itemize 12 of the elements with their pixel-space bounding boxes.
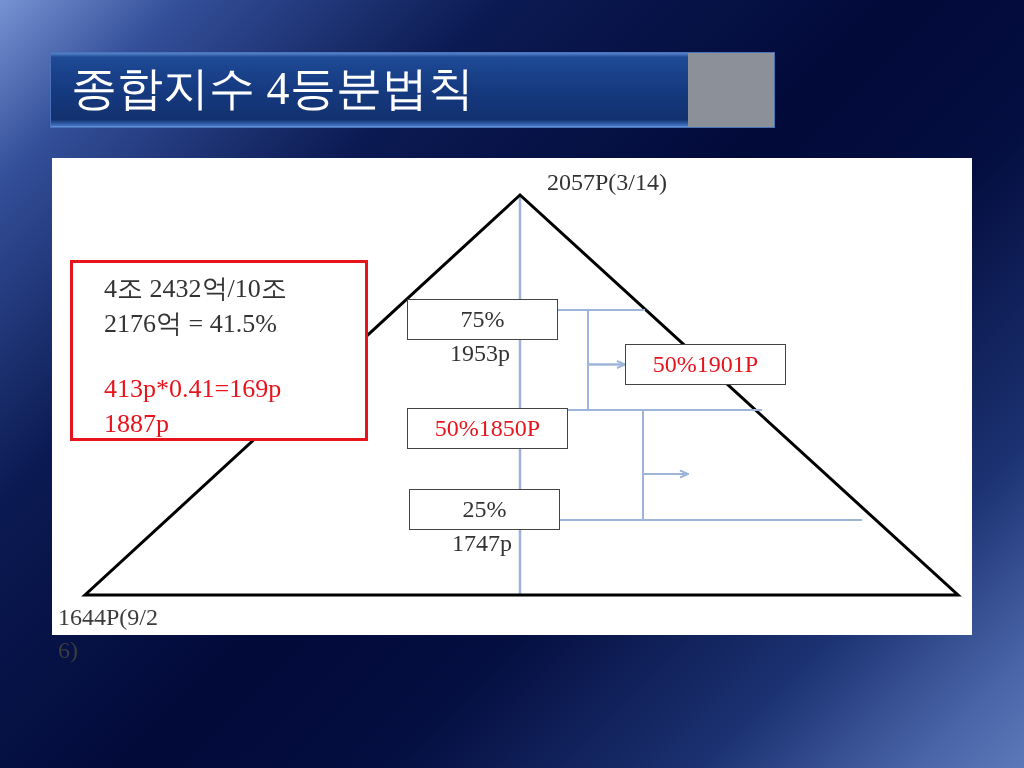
label-box: 75%: [407, 299, 558, 340]
label-box: 50%1850P: [407, 408, 568, 449]
note-text: 4조 2432억/10조 2176억 = 41.5%: [104, 273, 288, 340]
note-box: [70, 260, 368, 441]
title: 종합지수 4등분법칙: [71, 62, 474, 116]
value-text: 1747p: [451, 529, 513, 557]
label-box: 25%: [409, 489, 560, 530]
price-label: 2057P(3/14): [547, 168, 667, 197]
bracket-arrow: [559, 469, 689, 521]
value-text: 1953p: [449, 339, 511, 367]
label-box: 50%1901P: [625, 344, 786, 385]
note-text: 413p*0.41=169p 1887p: [104, 373, 283, 440]
